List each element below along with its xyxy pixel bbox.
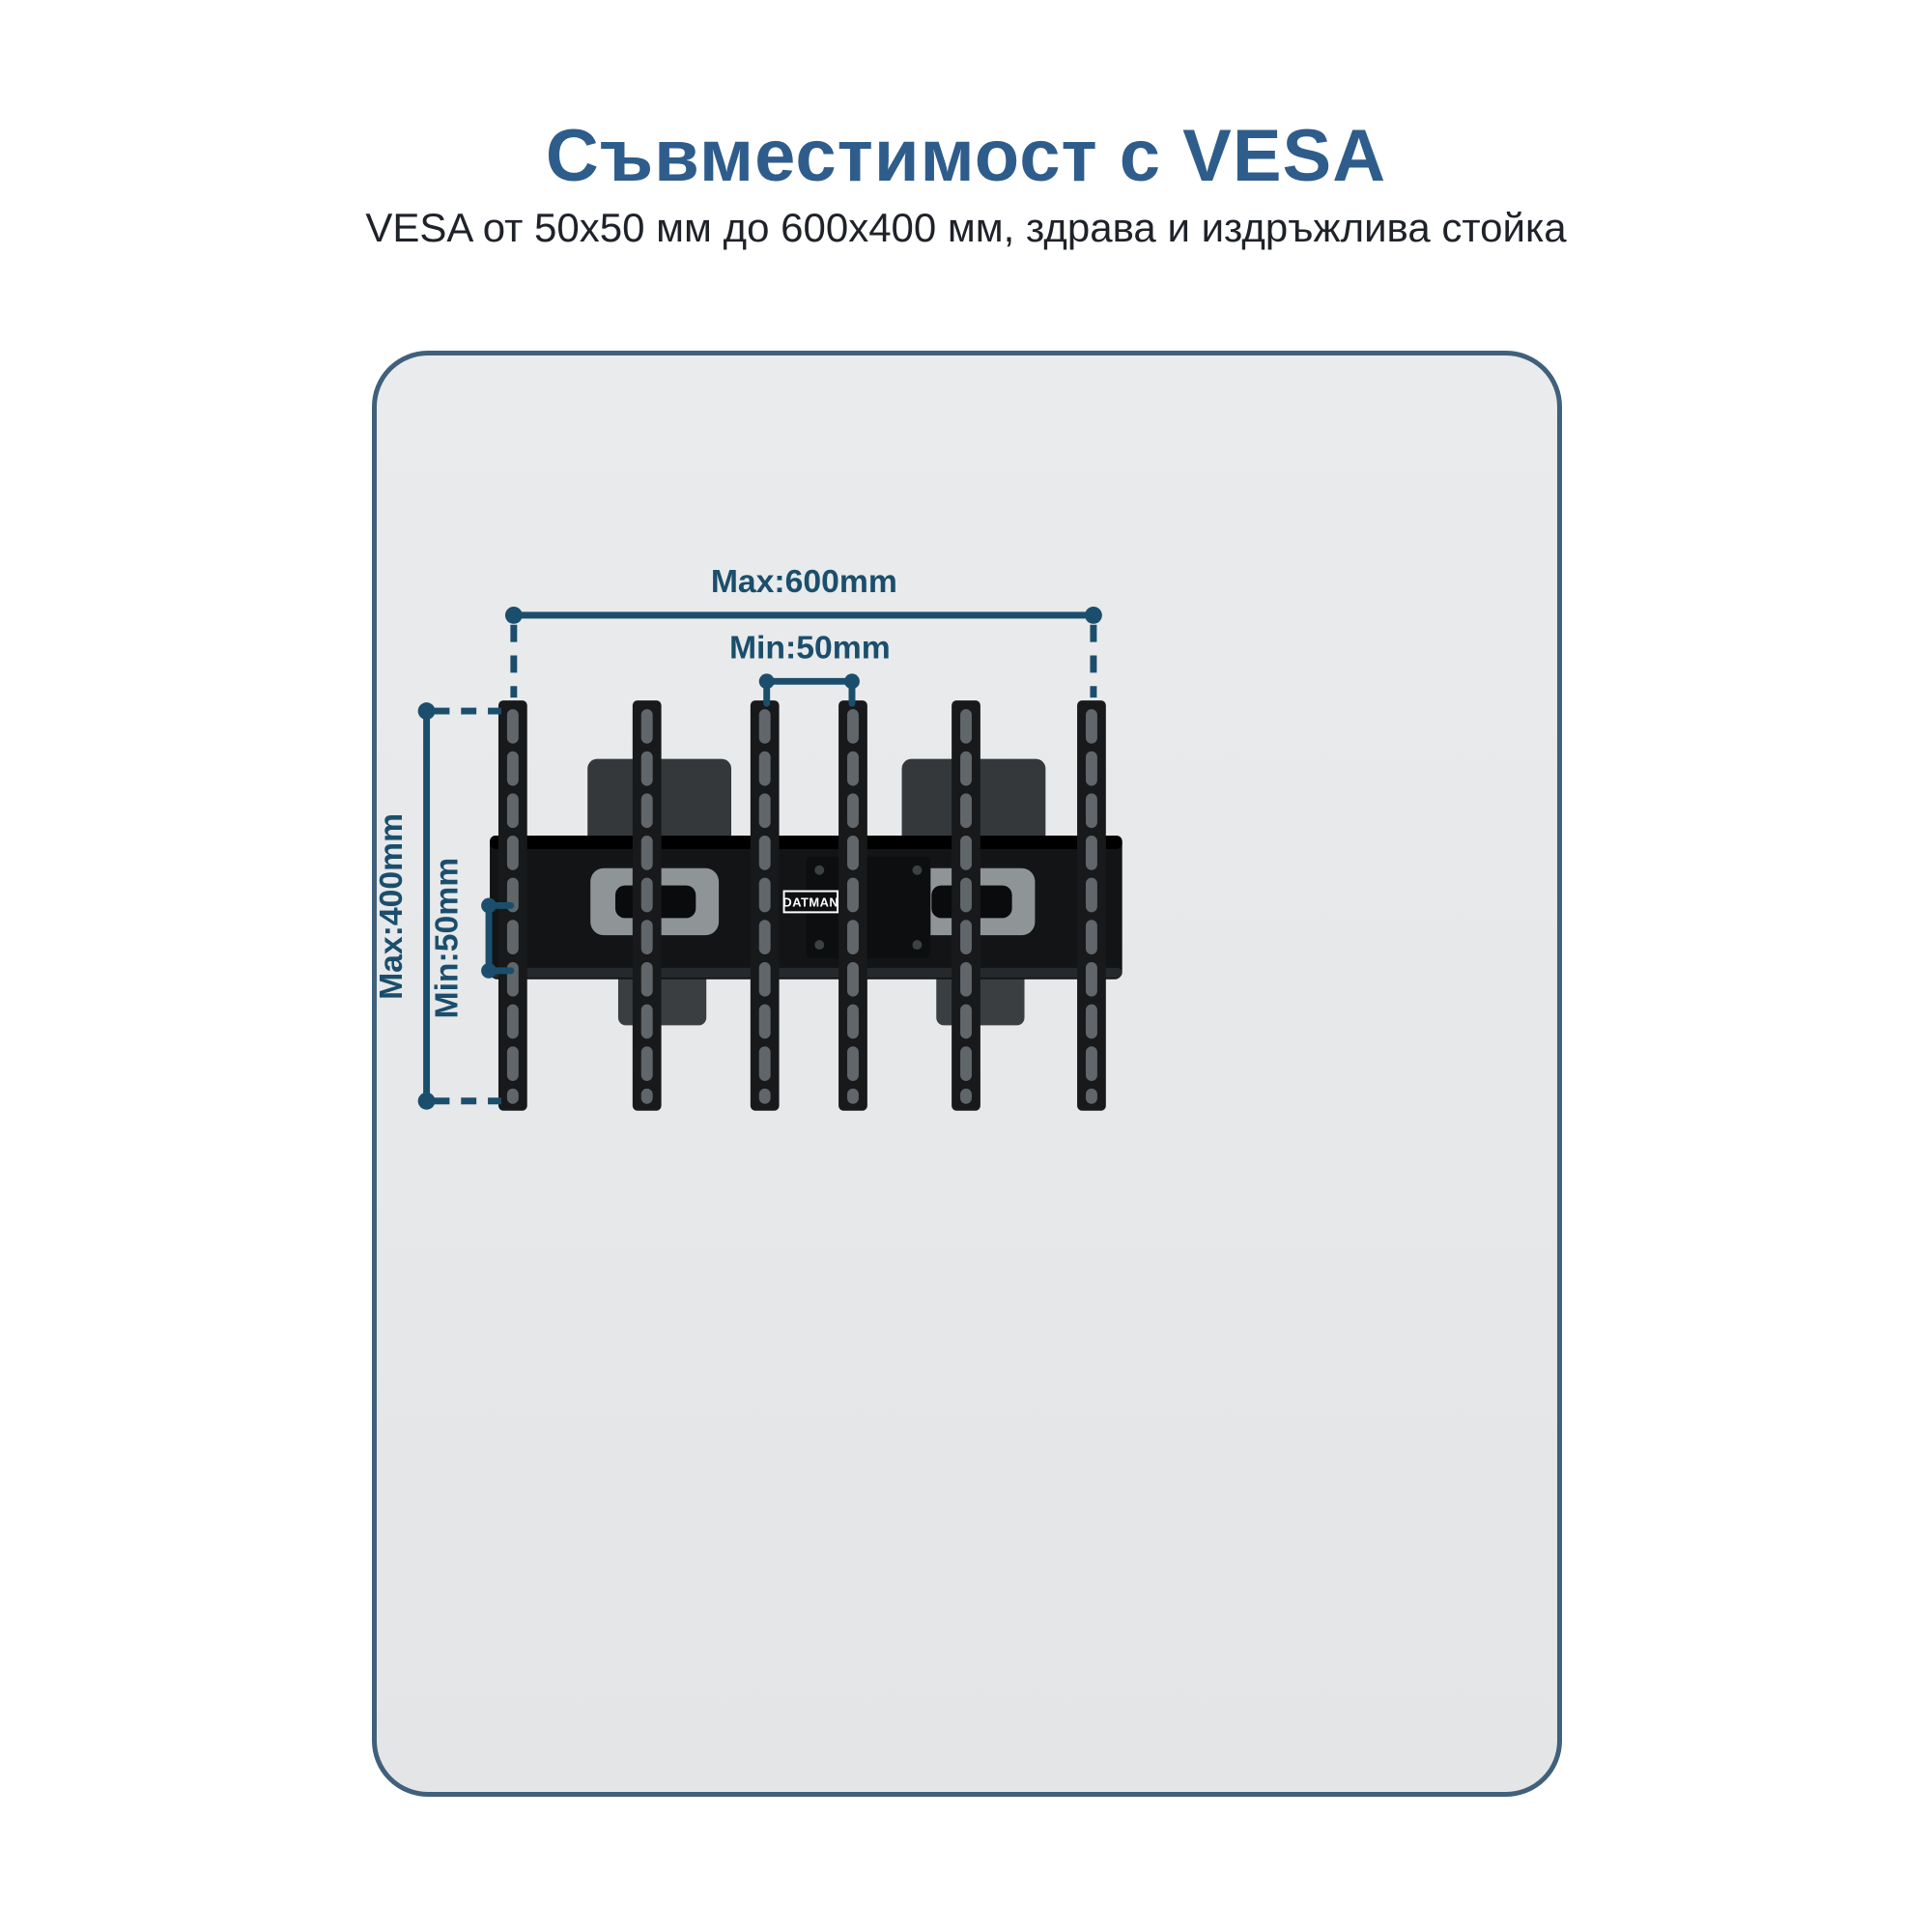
bolt: [912, 940, 923, 951]
dim-min-width-label: Min:50mm: [729, 630, 891, 667]
dimension-lines: [423, 611, 1097, 1105]
center-joint-plate: [806, 856, 931, 958]
vesa-rail: [952, 700, 980, 1111]
page-title: Съвместимост с VESA: [545, 115, 1387, 197]
vesa-rail: [838, 700, 867, 1111]
vesa-rail: [632, 700, 662, 1111]
wall-plate-bottom-edge: [490, 967, 1122, 978]
bolt: [814, 940, 825, 951]
brand-label: DATMAN: [782, 895, 838, 909]
dim-max-height-label: Max:400mm: [377, 813, 410, 1000]
wall-plate-top-edge: [490, 836, 1122, 849]
dimension-endpoints: [417, 606, 1102, 1110]
bolt: [912, 865, 923, 875]
vesa-rail: [1077, 700, 1106, 1111]
hinge-lower-left: [617, 971, 707, 1026]
vesa-diagram: DATMAN: [377, 563, 1122, 1111]
tv-mount-illustration: DATMAN: [490, 700, 1122, 1111]
dim-min-height-label: Min:50mm: [428, 858, 465, 1019]
vesa-panel: DATMAN: [372, 351, 1562, 1797]
dim-max-width-label: Max:600mm: [711, 563, 897, 600]
page-subtitle: VESA от 50x50 мм до 600x400 мм, здрава и…: [365, 205, 1567, 250]
brand-label-box: [782, 890, 839, 914]
vesa-rail: [750, 700, 780, 1111]
bolt: [814, 865, 825, 875]
